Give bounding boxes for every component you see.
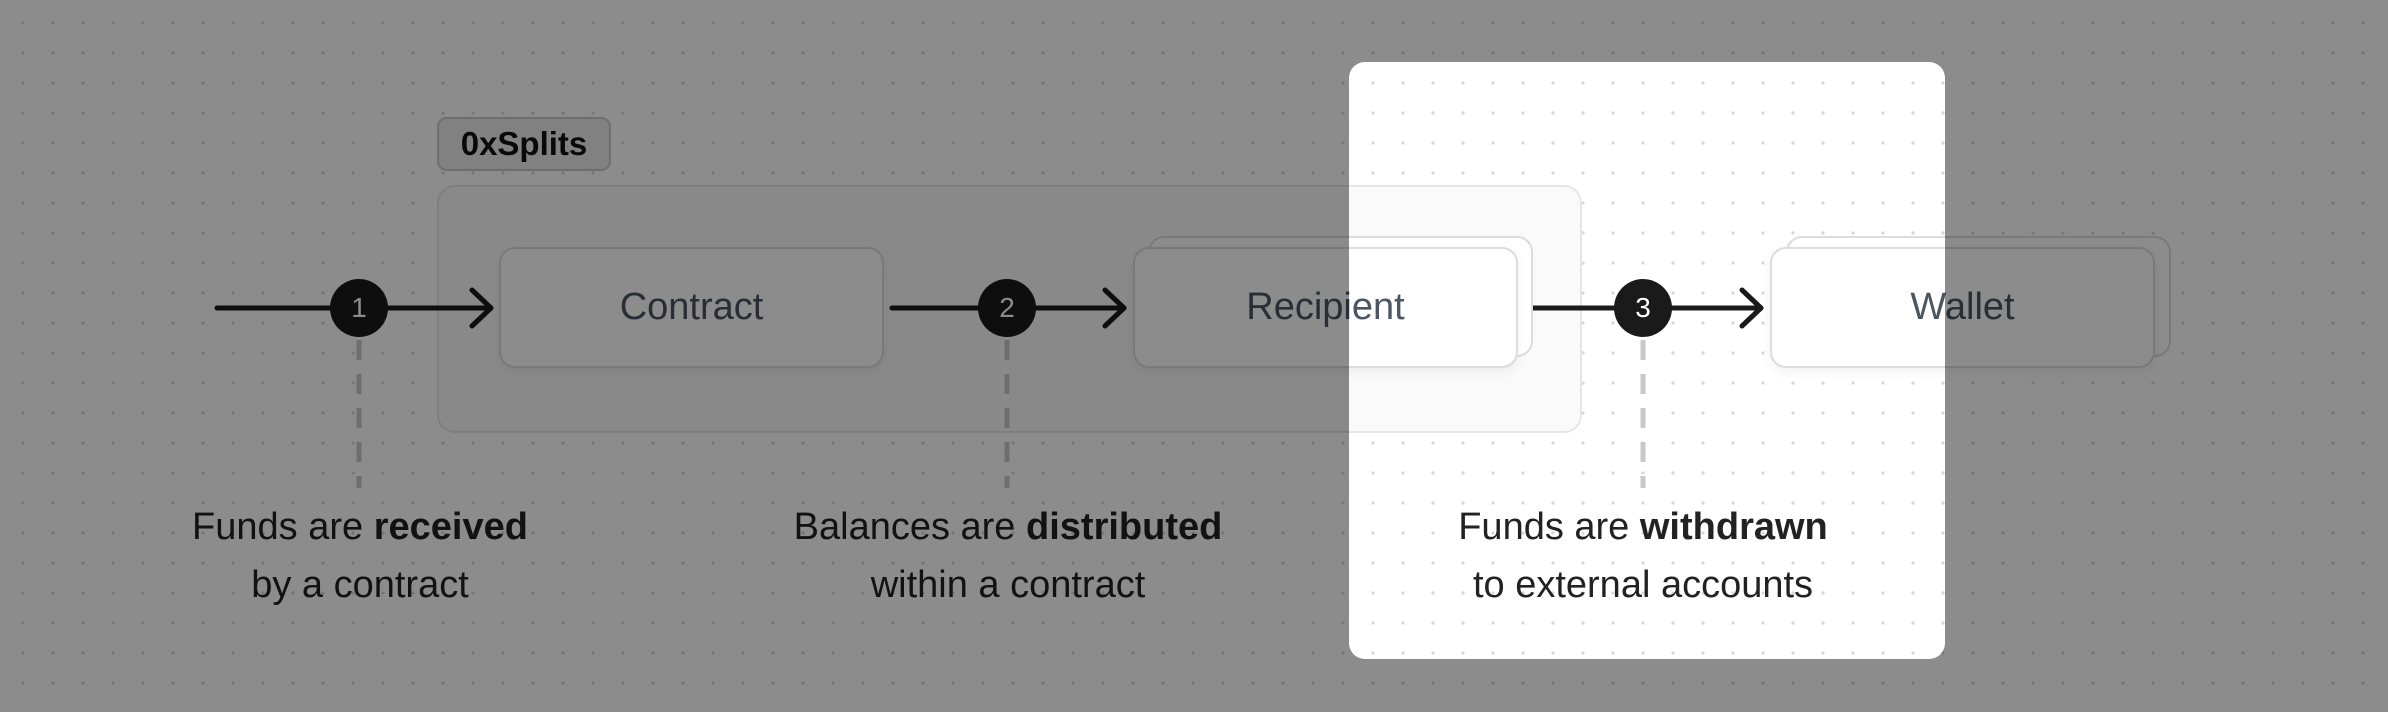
recipient-node: Recipient xyxy=(1133,247,1518,368)
step-caption-3: Funds are withdrawn to external accounts xyxy=(1363,498,1923,614)
step-badge-2: 2 xyxy=(978,279,1036,337)
step-caption-1-line2: by a contract xyxy=(251,564,469,606)
wallet-node: Wallet xyxy=(1770,247,2155,368)
splits-group-label: 0xSplits xyxy=(437,117,611,171)
step-caption-3-text: Funds are xyxy=(1458,506,1640,548)
arrowhead-1 xyxy=(469,287,494,329)
step-caption-2-text: Balances are xyxy=(793,506,1027,548)
step-caption-3-line1: Funds are withdrawn xyxy=(1363,498,1923,556)
step-caption-2: Balances are distributed within a contra… xyxy=(728,498,1288,614)
step-caption-2-keyword: distributed xyxy=(1026,506,1223,548)
step-caption-1-keyword: received xyxy=(373,506,528,548)
step-badge-1: 1 xyxy=(330,279,388,337)
step-badge-3: 3 xyxy=(1614,279,1672,337)
step-caption-1-line1: Funds are received xyxy=(80,498,640,556)
step-caption-2-line1: Balances are distributed xyxy=(728,498,1288,556)
arrowhead-3 xyxy=(1739,287,1764,329)
step-caption-1: Funds are received by a contract xyxy=(80,498,640,614)
step-caption-3-line2: to external accounts xyxy=(1472,564,1814,606)
arrowhead-2 xyxy=(1102,287,1127,329)
step-caption-2-line2: within a contract xyxy=(870,564,1146,606)
contract-node: Contract xyxy=(499,247,884,368)
step-caption-1-text: Funds are xyxy=(192,506,374,548)
step-caption-3-keyword: withdrawn xyxy=(1639,506,1828,548)
